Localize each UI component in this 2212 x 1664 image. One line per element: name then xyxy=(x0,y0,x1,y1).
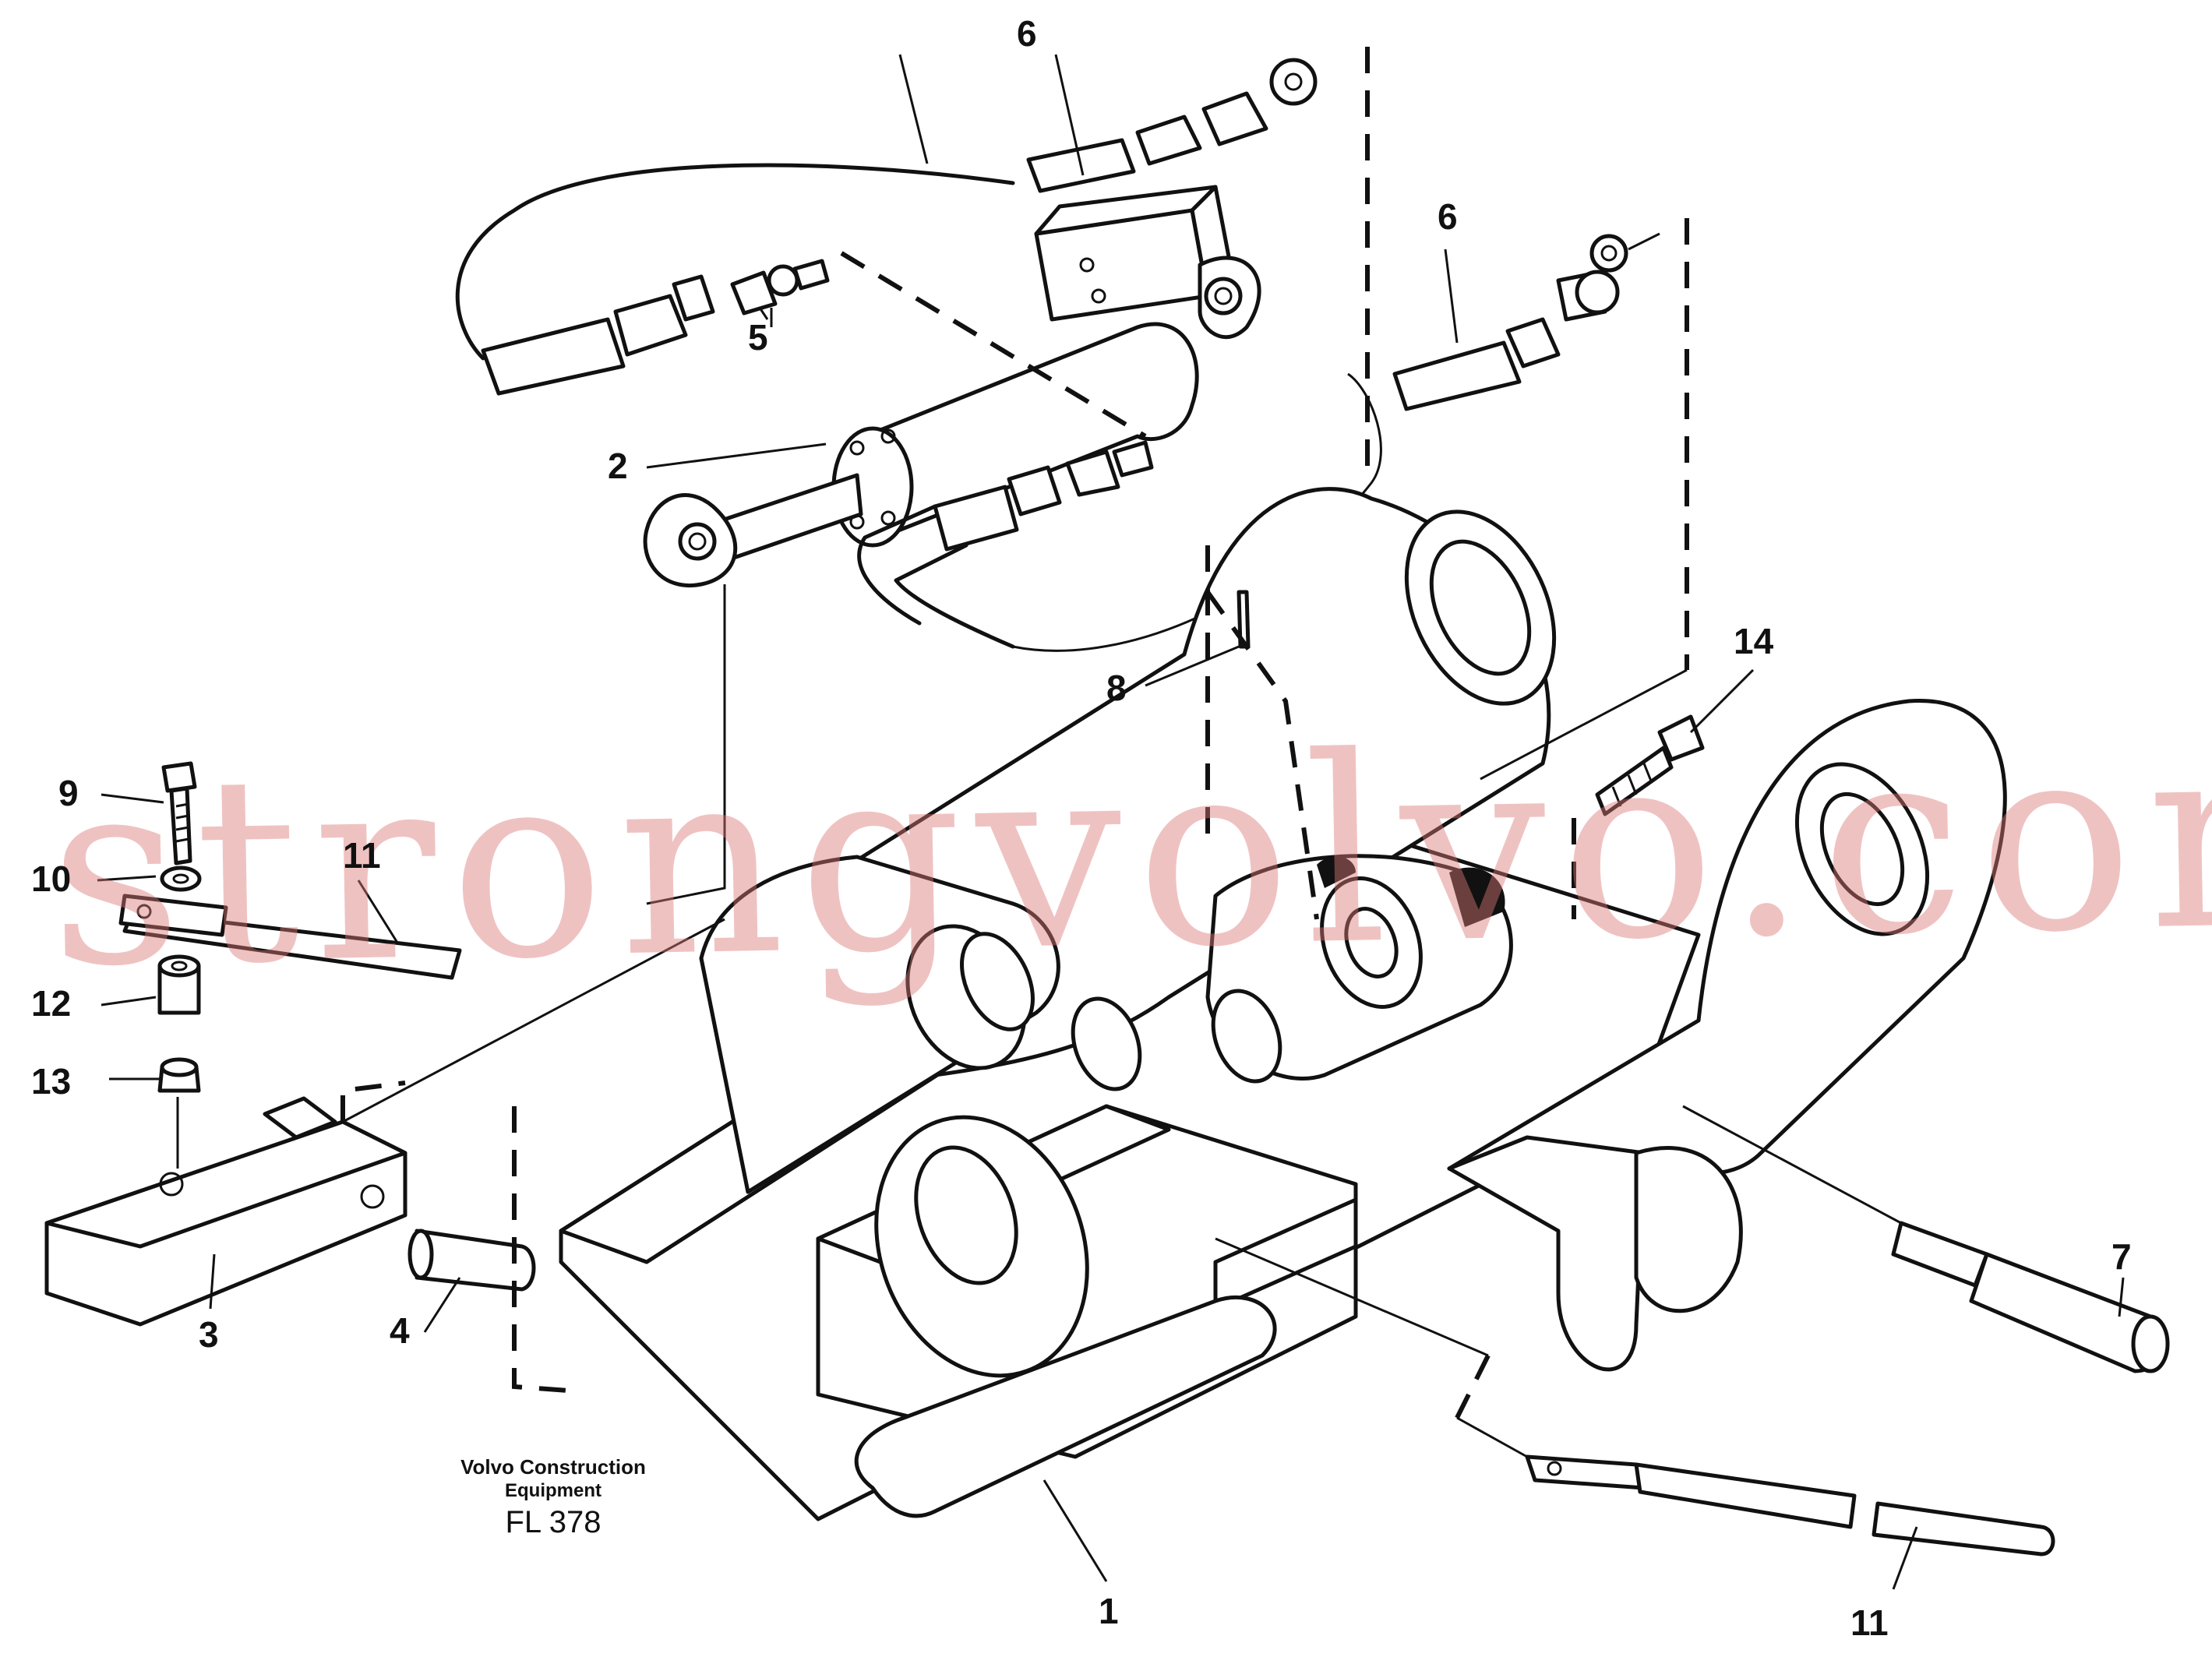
callout-3: 3 xyxy=(199,1314,219,1355)
screw-9 xyxy=(161,761,197,865)
callout-8: 8 xyxy=(1106,668,1127,708)
callout-5: 5 xyxy=(748,317,768,358)
callout-6-right: 6 xyxy=(1438,196,1458,237)
callout-7: 7 xyxy=(2111,1236,2132,1277)
callout-10: 10 xyxy=(31,858,72,899)
callout-2: 2 xyxy=(608,446,628,486)
hydraulic-hose-right xyxy=(1392,232,1660,411)
rod-11-upper xyxy=(118,894,462,980)
callout-12: 12 xyxy=(31,983,72,1024)
callout-9: 9 xyxy=(58,773,79,813)
quick-coupler-frame xyxy=(559,487,2007,1521)
pin-4 xyxy=(407,1229,536,1292)
caption-equipment: Equipment xyxy=(505,1480,602,1501)
spacer-12 xyxy=(157,954,201,1015)
washer-10 xyxy=(160,865,202,892)
nipple-5 xyxy=(730,259,830,327)
caption-manufacturer: Volvo Construction xyxy=(460,1455,646,1479)
callout-11-upper: 11 xyxy=(343,835,381,876)
caption-figure-code: FL 378 xyxy=(505,1505,602,1539)
callout-1: 1 xyxy=(1099,1591,1119,1631)
assembly-dashed-lines xyxy=(340,47,1689,1419)
pin-7 xyxy=(1891,1221,2170,1373)
leader-lines xyxy=(97,54,2125,1590)
callout-13: 13 xyxy=(31,1061,72,1102)
rod-11-lower xyxy=(1525,1454,2055,1556)
grease-nipple-14 xyxy=(1595,714,1705,816)
callout-11-lower: 11 xyxy=(1850,1602,1889,1643)
hydraulic-hose-upper xyxy=(455,58,1318,396)
hydraulic-cylinder xyxy=(643,185,1261,587)
callout-4: 4 xyxy=(390,1310,410,1351)
nut-13 xyxy=(157,1057,201,1093)
callout-6-upper: 6 xyxy=(1017,13,1037,54)
wedge-block-3 xyxy=(44,1096,407,1327)
callout-14: 14 xyxy=(1734,621,1774,661)
